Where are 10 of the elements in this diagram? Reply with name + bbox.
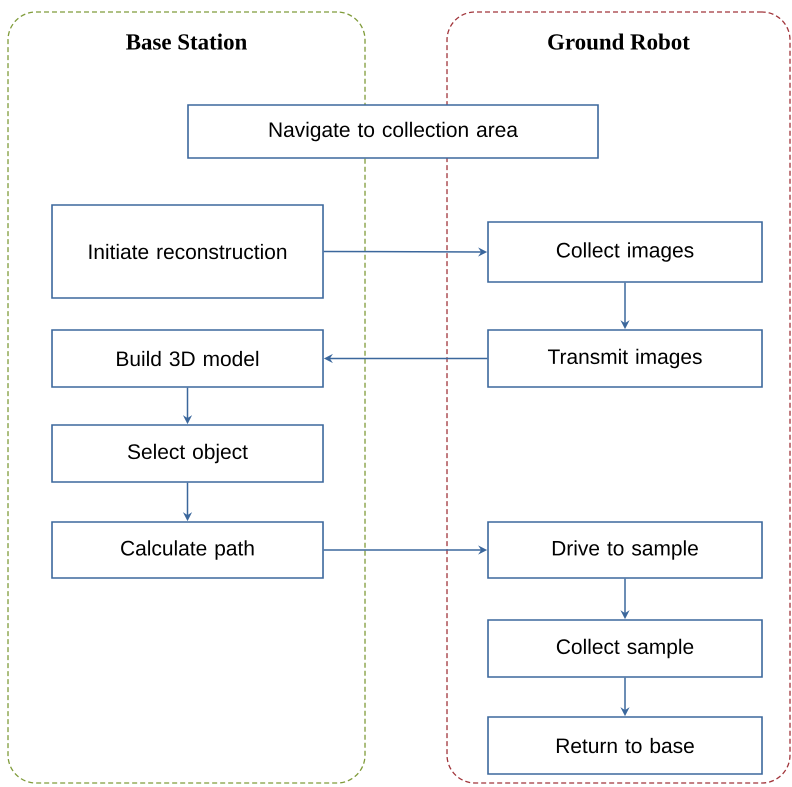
process-box: Navigate to collection area: [187, 104, 599, 159]
process-box: Drive to sample: [487, 521, 763, 579]
process-box: Return to base: [487, 716, 763, 775]
process-box: Build 3D model: [51, 329, 324, 388]
process-box: Initiate reconstruction: [51, 204, 324, 299]
process-box: Collect images: [487, 221, 763, 283]
process-box: Select object: [51, 424, 324, 483]
process-box: Collect sample: [487, 619, 763, 678]
process-box: Calculate path: [51, 521, 324, 579]
process-box: Transmit images: [487, 329, 763, 388]
